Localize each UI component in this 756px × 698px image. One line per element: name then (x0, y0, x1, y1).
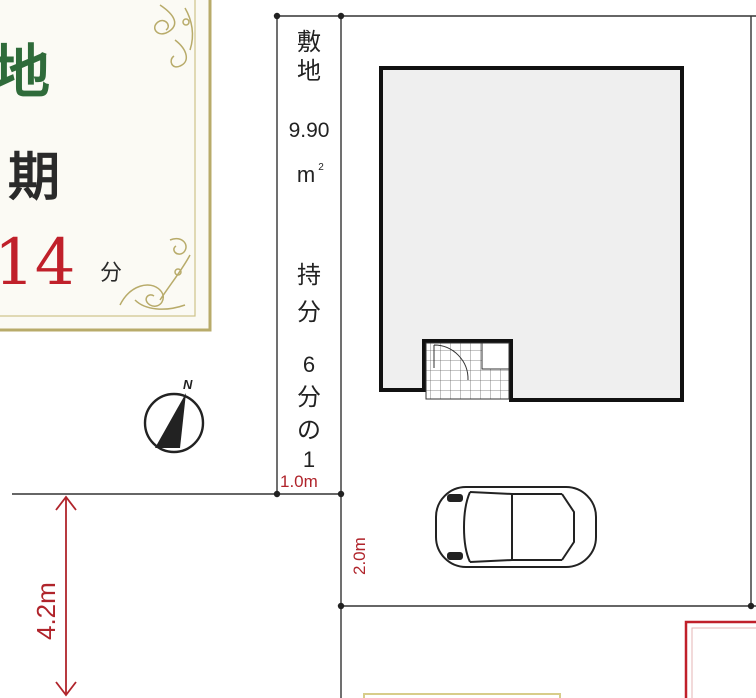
road-width-dimension-line (55, 495, 77, 697)
share-line1: 持 (297, 261, 321, 289)
site-label-line2: 地 (297, 57, 321, 85)
site-area-value: 9.90 (289, 119, 330, 142)
house-outline (379, 66, 684, 402)
banner-char-top: 地 (0, 38, 50, 106)
site-area-unit: m (297, 162, 315, 187)
car-icon (435, 486, 597, 568)
share-line6: 1 (303, 447, 315, 472)
neighbor-banner-edge (363, 693, 561, 698)
road-width-label: 4.2m (31, 582, 61, 640)
neighbor-lots (363, 620, 756, 698)
banner-frame-inner (0, 0, 196, 317)
site-area-unit-sup: 2 (318, 162, 324, 173)
banner: 地 期 14 分 (0, 0, 212, 332)
site-label-line1: 敷 (297, 28, 321, 56)
share-line4: 分 (297, 383, 321, 411)
driveway-width-label: 2.0m (350, 537, 369, 575)
share-line5: の (297, 416, 321, 444)
flourish-ornament-bottom (119, 238, 191, 310)
property-lines (12, 15, 756, 698)
dimension-annotations: 1.0m 2.0m 4.2m (31, 472, 369, 697)
neighbor-lot-inner (691, 627, 756, 698)
alley-width-label: 1.0m (280, 472, 318, 491)
north-arrow: N (143, 377, 205, 454)
banner-char-mid: 期 (8, 148, 60, 208)
banner-unit: 分 (100, 261, 122, 286)
neighbor-lot-outline (684, 620, 756, 698)
north-arrow-needle (155, 393, 186, 448)
share-line2: 分 (297, 298, 321, 326)
banner-number: 14 (0, 226, 75, 300)
north-label: N (183, 377, 193, 392)
share-line3: 6 (303, 352, 315, 377)
shared-site-label: 敷 地 9.90 m 2 持 分 6 分 の 1 (289, 28, 330, 472)
banner-frame-outer (0, 0, 212, 332)
house-footprint (379, 66, 684, 402)
boundary-markers (273, 12, 755, 610)
entrance-step (481, 342, 510, 370)
entrance-door-swing (433, 344, 469, 381)
flourish-ornament-top (154, 4, 194, 68)
